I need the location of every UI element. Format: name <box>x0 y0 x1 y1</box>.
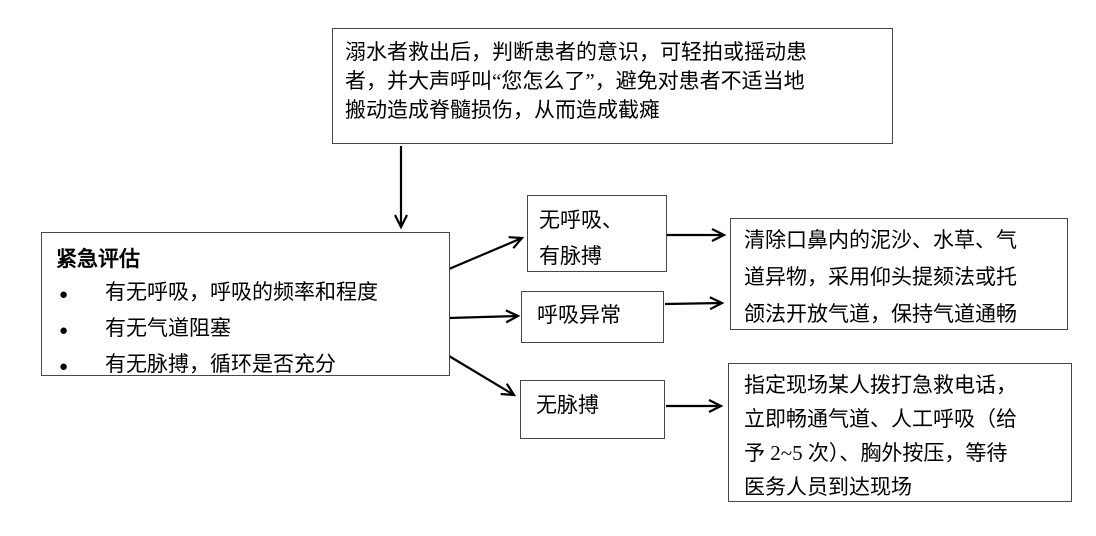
assessment-bullet-item: ● 有无呼吸，呼吸的频率和程度 <box>56 276 435 312</box>
emergency-assessment-title: 紧急评估 <box>56 247 140 271</box>
clear-airway-line: 道异物，采用仰头提颏法或托 <box>744 265 1017 289</box>
abnormal-breathing-box: 呼吸异常 <box>521 291 664 343</box>
assessment-bullet-text: 有无气道阻塞 <box>105 316 231 340</box>
emergency-assessment-box: 紧急评估 ● 有无呼吸，呼吸的频率和程度 ● 有无气道阻塞 ● 有无脉搏，循环是… <box>41 232 450 376</box>
bullet-icon: ● <box>59 287 69 303</box>
no-pulse-box: 无脉搏 <box>520 380 665 439</box>
clear-airway-line: 颌法开放气道，保持气道通畅 <box>744 302 1017 326</box>
no-breathing-has-pulse-line: 有脉搏 <box>539 244 602 268</box>
arrow-assessment-to-no-pulse <box>448 355 517 397</box>
bullet-icon: ● <box>59 359 69 375</box>
consciousness-check-line: 者，并大声呼叫“您怎么了”，避免对患者不适当地 <box>345 69 805 93</box>
consciousness-check-box: 溺水者救出后，判断患者的意识，可轻拍或摇动患 者，并大声呼叫“您怎么了”，避免对… <box>332 28 893 144</box>
no-pulse-label: 无脉搏 <box>536 393 599 417</box>
clear-airway-box: 清除口鼻内的泥沙、水草、气 道异物，采用仰头提颏法或托 颌法开放气道，保持气道通… <box>730 218 1068 330</box>
call-emergency-cpr-line: 予 2~5 次）、胸外按压，等待 <box>744 441 1008 465</box>
bullet-icon: ● <box>59 323 69 339</box>
no-breathing-has-pulse-line: 无呼吸、 <box>539 208 623 232</box>
arrow-assessment-to-no-breathing <box>448 236 525 271</box>
abnormal-breathing-label: 呼吸异常 <box>537 303 621 327</box>
no-breathing-has-pulse-box: 无呼吸、 有脉搏 <box>527 195 667 272</box>
consciousness-check-line: 溺水者救出后，判断患者的意识，可轻拍或摇动患 <box>345 40 807 64</box>
assessment-bullet-text: 有无脉搏，循环是否充分 <box>105 352 336 376</box>
call-emergency-cpr-line: 指定现场某人拨打急救电话， <box>744 373 1017 397</box>
clear-airway-line: 清除口鼻内的泥沙、水草、气 <box>744 228 1017 252</box>
arrow-assessment-to-abnormal-breathing <box>448 309 521 324</box>
arrow-abnormal-breathing-to-clear-airway <box>664 296 725 311</box>
assessment-bullet-text: 有无呼吸，呼吸的频率和程度 <box>105 280 378 304</box>
consciousness-check-line: 搬动造成脊髓损伤，从而造成截瘫 <box>345 98 660 122</box>
assessment-bullet-item: ● 有无脉搏，循环是否充分 <box>56 348 435 384</box>
call-emergency-cpr-box: 指定现场某人拨打急救电话， 立即畅通气道、人工呼吸（给 予 2~5 次）、胸外按… <box>728 363 1072 502</box>
call-emergency-cpr-line: 立即畅通气道、人工呼吸（给 <box>744 407 1017 431</box>
call-emergency-cpr-line: 医务人员到达现场 <box>744 475 912 499</box>
assessment-bullet-item: ● 有无气道阻塞 <box>56 312 435 348</box>
